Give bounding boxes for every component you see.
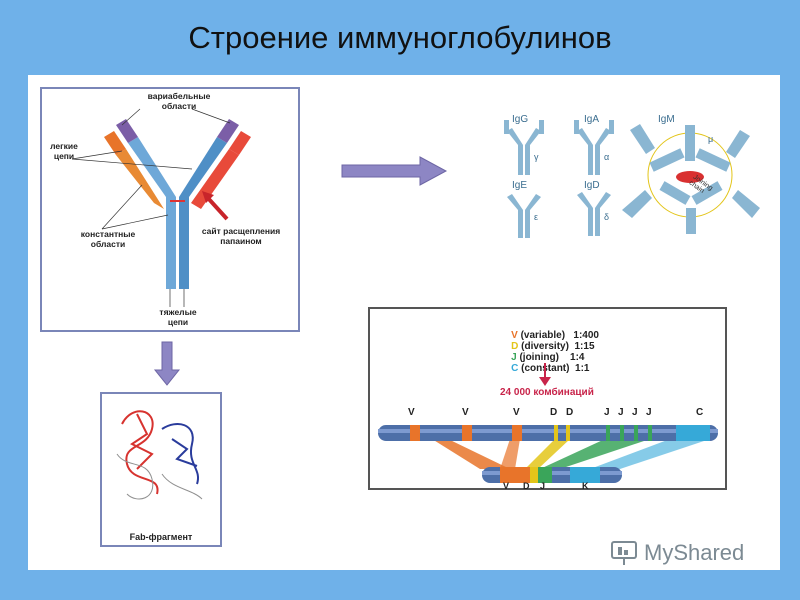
alpha-label: α: [604, 152, 610, 162]
label-bottom-v: V: [503, 481, 510, 491]
igg-label: IgG: [512, 114, 529, 125]
fab-fragment-label: Fab-фрагмент: [129, 532, 193, 542]
gene-segments-panel: V (variable) 1:400 D (diversity) 1:15 J …: [368, 307, 727, 491]
fab-fragment-panel: Fab-фрагмент: [100, 392, 222, 547]
constant-regions-label: константные области: [80, 229, 136, 249]
d-line: D (diversity) 1:15: [500, 330, 595, 363]
combinations-arrow-icon: [539, 363, 551, 386]
label-c: C: [696, 407, 704, 418]
label-v-1: V: [408, 407, 415, 418]
label-v-3: V: [513, 407, 520, 418]
iga-label: IgA: [584, 114, 600, 125]
label-j-4: J: [646, 407, 652, 418]
label-v-2: V: [462, 407, 469, 418]
j-rest: (joining) 1:4: [519, 352, 585, 363]
gamma-label: γ: [534, 152, 539, 162]
d-letter: D: [511, 341, 519, 352]
slide-title: Строение иммуноглобулинов: [188, 19, 612, 55]
ig-classes-panel: IgG IgA IgM IgE IgD γ α μ ε δ Joining ch…: [490, 100, 780, 240]
antibody-y-diagram: [71, 108, 251, 307]
ig-classes-drawing: [504, 120, 760, 238]
arrow-down-icon: [153, 341, 181, 386]
heavy-chains-label: тяжелые цепи: [159, 307, 197, 327]
combinations-label: 24 000 комбинаций: [500, 387, 594, 398]
label-d-1: D: [550, 407, 558, 418]
fab-protein-drawing: [116, 410, 203, 500]
igd-label: IgD: [584, 180, 600, 191]
v-line: V (variable) 1:400: [500, 319, 599, 352]
epsilon-label: ε: [534, 212, 539, 222]
light-chains-label: легкие цепи: [50, 141, 78, 161]
ige-label: IgE: [512, 180, 528, 191]
antibody-structure-panel: вариабельные области легкие цепи констан…: [40, 87, 300, 332]
v-rest: (variable) 1:400: [520, 330, 599, 341]
delta-label: δ: [604, 212, 610, 222]
d-rest: (diversity) 1:15: [521, 341, 595, 352]
arrow-right-icon: [341, 156, 448, 186]
label-d-2: D: [566, 407, 574, 418]
label-j-1: J: [604, 407, 610, 418]
v-letter: V: [511, 330, 518, 341]
watermark-text: MyShared: [644, 540, 745, 565]
label-bottom-d: D: [523, 481, 530, 491]
igm-label: IgM: [658, 114, 675, 125]
label-j-2: J: [618, 407, 624, 418]
papain-site-label: сайт расщепления папаином: [201, 226, 281, 246]
variable-regions-label: вариабельные области: [147, 91, 211, 111]
myshared-logo-icon: [611, 541, 637, 565]
mu-label: μ: [708, 134, 714, 144]
chromosome-diagram: [378, 425, 718, 483]
c-rest: (constant) 1:1: [521, 363, 590, 374]
c-letter: C: [511, 363, 519, 374]
j-line: J (joining) 1:4: [500, 341, 584, 374]
label-bottom-j: J: [540, 481, 546, 491]
label-j-3: J: [632, 407, 638, 418]
label-bottom-k: K: [582, 481, 589, 491]
j-letter: J: [511, 352, 517, 363]
